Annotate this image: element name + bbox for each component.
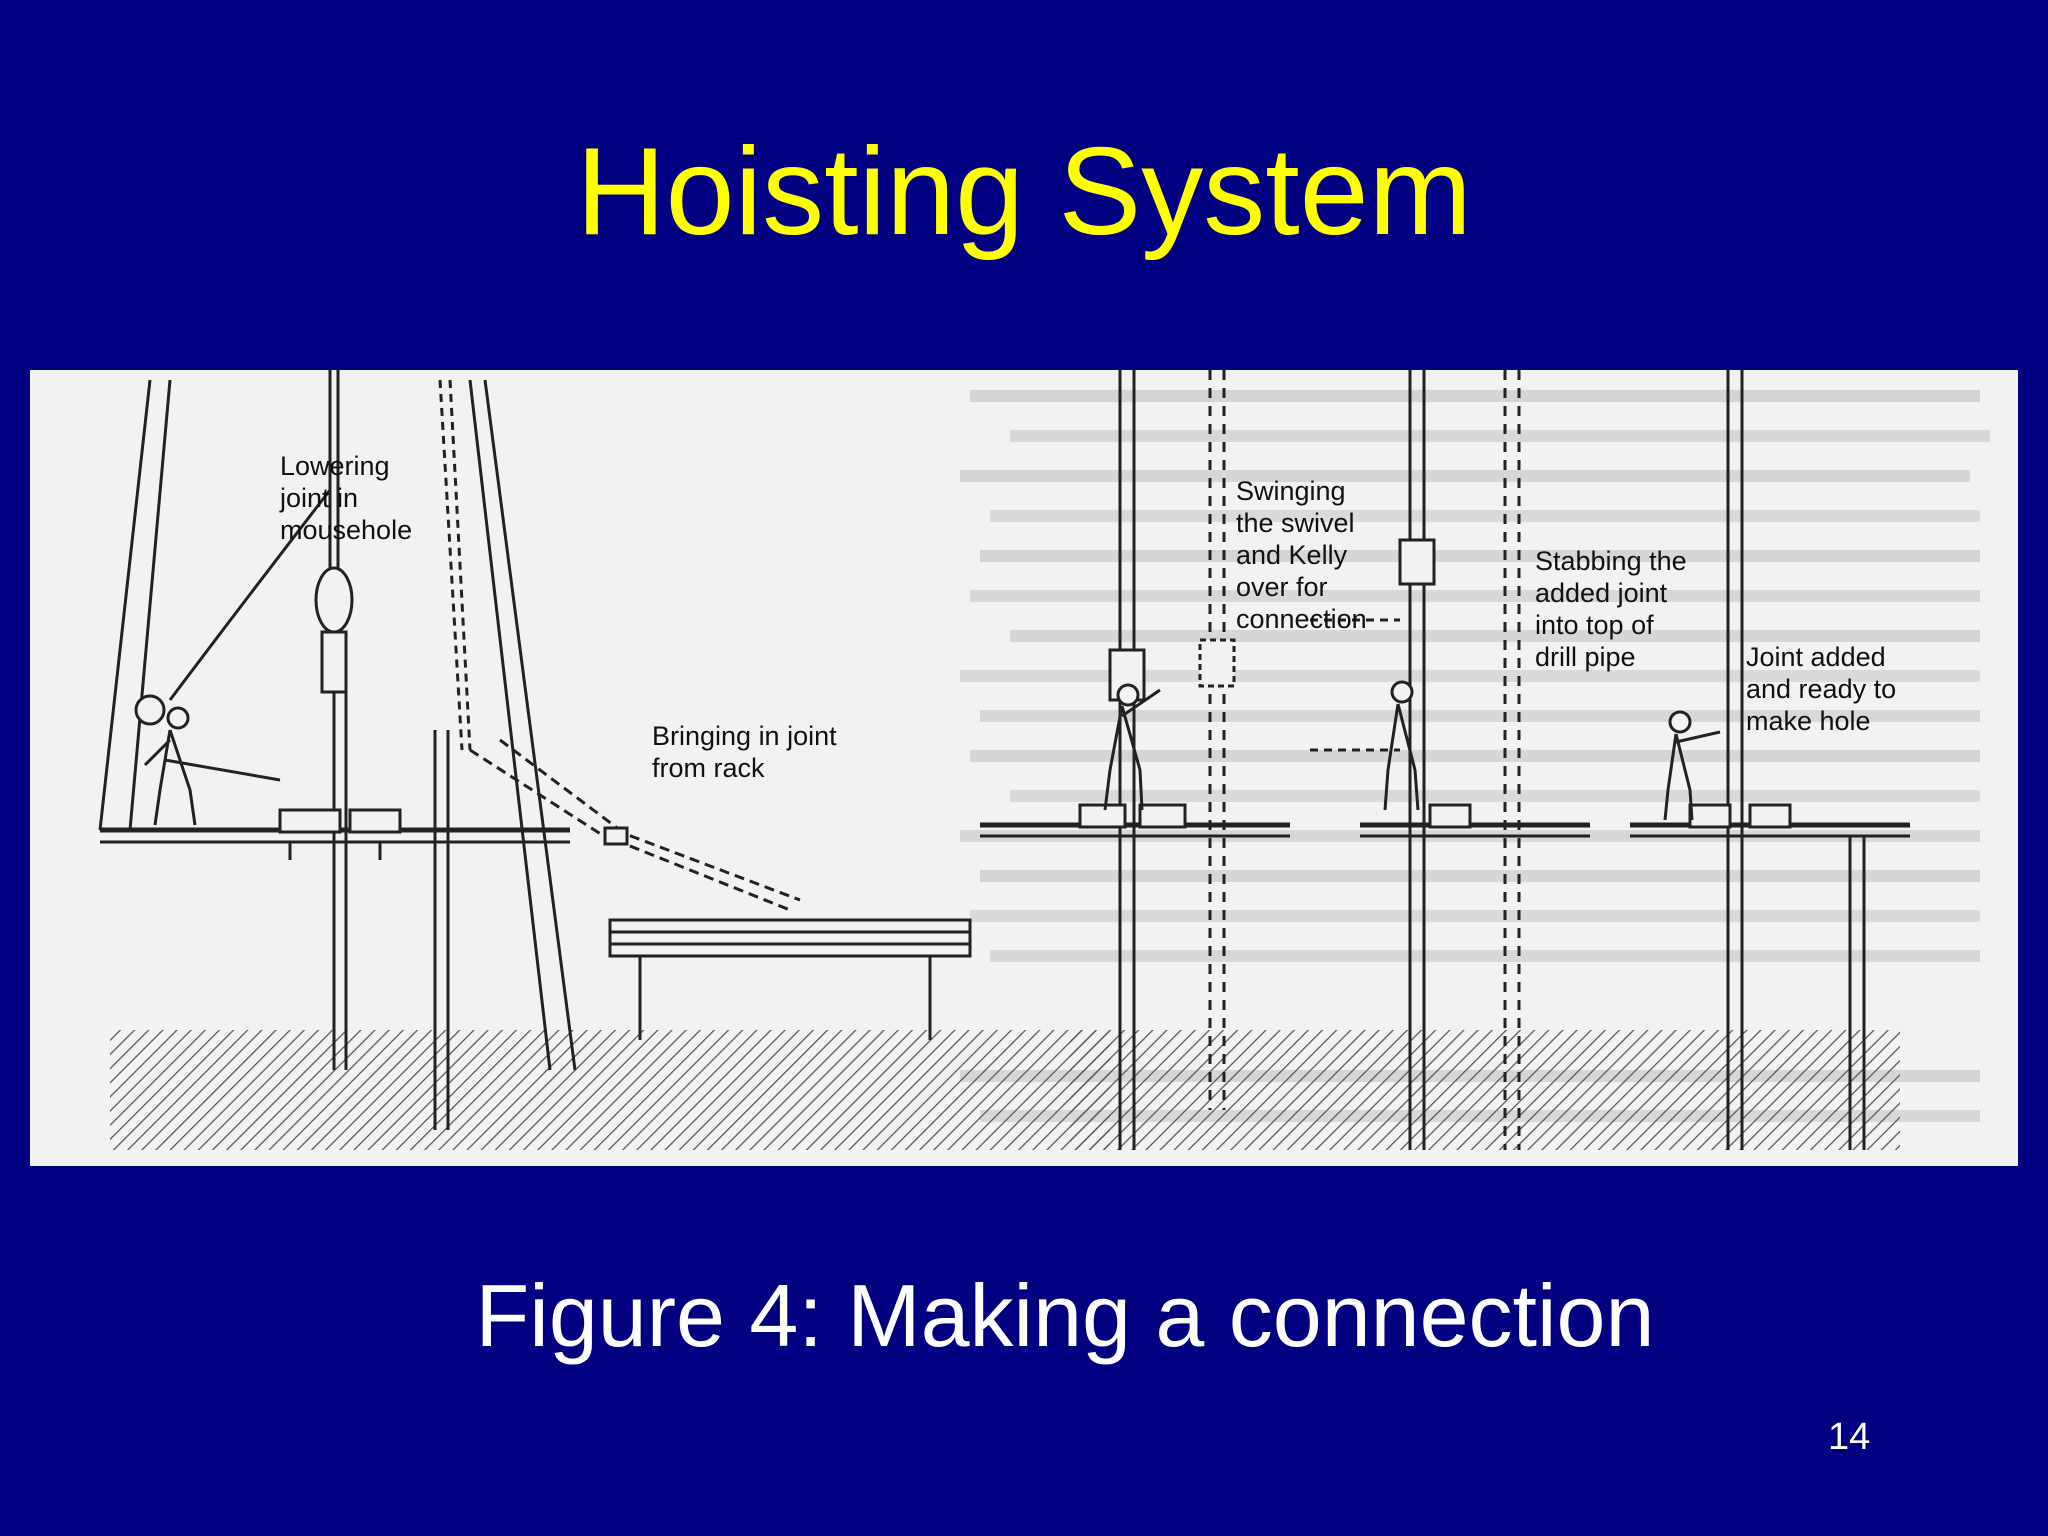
label-swinging-line-3: and Kelly xyxy=(1236,540,1348,570)
swivel-rig xyxy=(980,370,1290,1150)
label-swinging-line-2: the swivel xyxy=(1236,508,1355,538)
label-joint-added: Joint added and ready to make hole xyxy=(1746,642,1896,736)
label-stabbing: Stabbing the added joint into top of dri… xyxy=(1535,546,1687,672)
stabbing-rig xyxy=(1310,370,1590,1150)
connection-illustration: Lowering joint in mousehole Bringing in … xyxy=(30,370,2018,1166)
label-joint-added-line-1: Joint added xyxy=(1746,642,1886,672)
joint-added-rig xyxy=(1630,370,1910,1150)
background-text xyxy=(960,390,1990,1122)
label-joint-added-line-3: make hole xyxy=(1746,706,1871,736)
label-stabbing-line-2: added joint xyxy=(1535,578,1668,608)
label-stabbing-line-1: Stabbing the xyxy=(1535,546,1687,576)
ground xyxy=(110,1030,1900,1150)
slide-title: Hoisting System xyxy=(576,123,1472,261)
label-bringing-line-1: Bringing in joint xyxy=(652,721,837,751)
label-bringing: Bringing in joint from rack xyxy=(652,721,837,783)
page-number: 14 xyxy=(1828,1416,1871,1458)
label-swinging-line-1: Swinging xyxy=(1236,476,1346,506)
figure-caption: Figure 4: Making a connection xyxy=(475,1266,1655,1365)
label-lowering: Lowering joint in mousehole xyxy=(279,451,412,545)
label-swinging-line-4: over for xyxy=(1236,572,1328,602)
label-stabbing-line-4: drill pipe xyxy=(1535,642,1636,672)
left-rig xyxy=(98,370,972,1130)
label-stabbing-line-3: into top of xyxy=(1535,610,1654,640)
label-swinging: Swinging the swivel and Kelly over for c… xyxy=(1236,476,1367,634)
label-lowering-line-1: Lowering xyxy=(280,451,390,481)
rig-drawing: Lowering joint in mousehole Bringing in … xyxy=(98,370,1990,1150)
label-swinging-line-5: connection xyxy=(1236,604,1367,634)
label-lowering-line-3: mousehole xyxy=(280,515,412,545)
label-lowering-line-2: joint in xyxy=(279,483,358,513)
label-joint-added-line-2: and ready to xyxy=(1746,674,1896,704)
label-bringing-line-2: from rack xyxy=(652,753,765,783)
